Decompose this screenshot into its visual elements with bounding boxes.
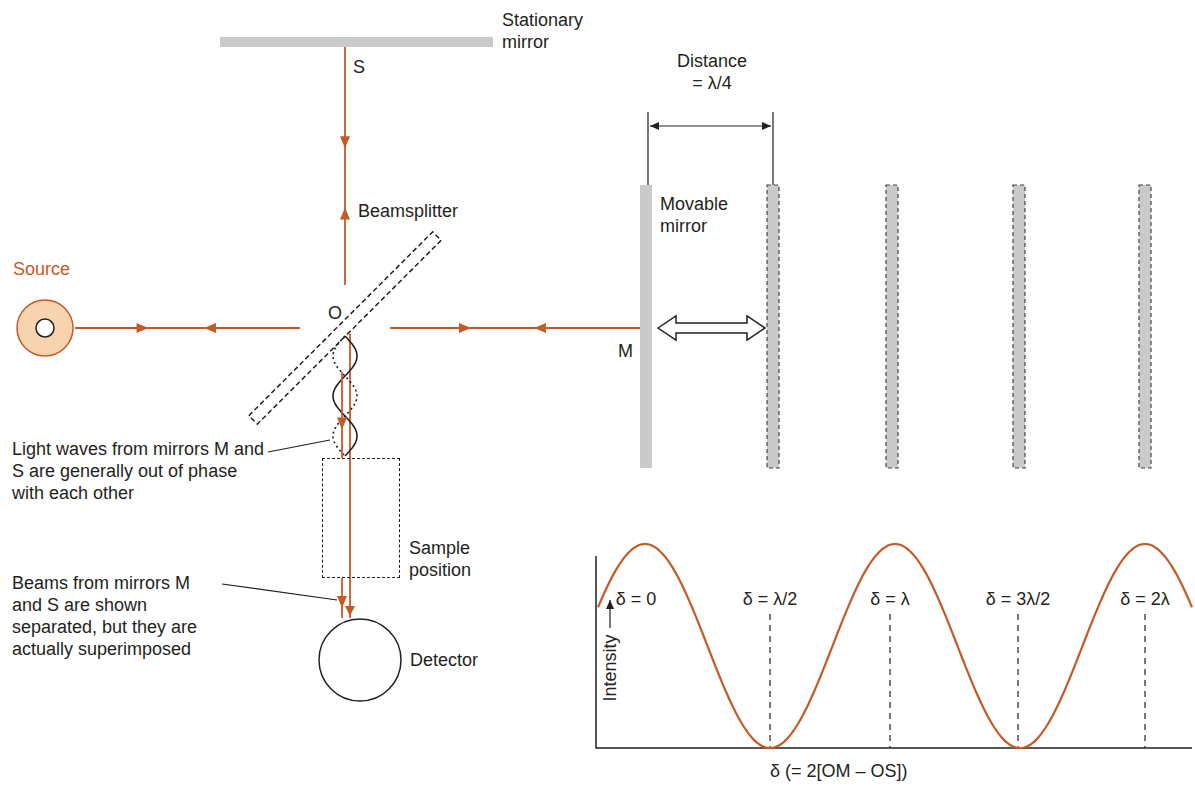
arrowhead xyxy=(340,136,350,148)
dimension-label: Distance = λ/4 xyxy=(670,50,754,94)
source-circle xyxy=(17,300,73,356)
beam-line xyxy=(341,372,343,458)
light-source: Source xyxy=(15,298,75,358)
graph-guides xyxy=(770,614,1145,748)
arrowhead xyxy=(459,323,471,333)
delta-label: δ = λ/2 xyxy=(743,588,798,610)
axis-label: δ (= 2[OM – OS]) xyxy=(770,760,908,782)
arrowhead xyxy=(337,596,347,608)
point-label: S xyxy=(353,56,365,78)
delta-label: δ = 3λ/2 xyxy=(986,588,1051,610)
axis-label: Intensity xyxy=(599,634,621,701)
sample-position: Sample position xyxy=(322,458,400,578)
mirror-label: Movable mirror xyxy=(660,193,740,237)
light-wave xyxy=(333,336,357,456)
beamsplitter-label: Beamsplitter xyxy=(358,200,468,222)
arrowhead xyxy=(340,208,350,220)
mirror-positions xyxy=(767,185,1151,468)
light-beam xyxy=(340,47,350,285)
light-beam xyxy=(75,323,300,333)
light-source-shape xyxy=(15,298,75,358)
stationary-mirror: Stationary mirror xyxy=(220,37,493,47)
arrowhead xyxy=(534,323,546,333)
annotation: Beams from mirrors M and S are shown sep… xyxy=(12,572,217,660)
intensity-curve xyxy=(598,544,1192,748)
movable-mirror: Movable mirror xyxy=(640,185,652,468)
point-label: O xyxy=(328,302,342,324)
splitter-plate xyxy=(249,232,441,424)
light-beam xyxy=(337,372,347,458)
detector: Detector xyxy=(318,618,402,702)
arrowhead xyxy=(337,418,347,430)
beam-arrow xyxy=(345,606,355,616)
sample-label: Sample position xyxy=(409,537,489,581)
beamsplitter: Beamsplitter xyxy=(300,285,390,372)
light-beam xyxy=(337,578,347,618)
axis-arrow xyxy=(609,600,610,628)
leader-line xyxy=(268,440,330,452)
source-label: Source xyxy=(13,258,93,280)
beam-line xyxy=(390,327,640,329)
delta-label: δ = 2λ xyxy=(1120,588,1170,610)
beam-line xyxy=(344,47,346,285)
arrowhead xyxy=(204,323,216,333)
dimension-tick xyxy=(647,112,648,185)
detector-label: Detector xyxy=(410,649,510,671)
dimension-tick xyxy=(772,112,773,185)
beam xyxy=(349,334,351,618)
graph-axes xyxy=(596,556,1192,748)
dimension-line xyxy=(650,125,771,126)
light-wave-dotted xyxy=(333,336,357,456)
delta-label: δ = λ xyxy=(870,588,910,610)
delta-label: δ = 0 xyxy=(616,588,657,610)
beamsplitter-shape xyxy=(300,285,390,372)
point-label: M xyxy=(618,340,633,362)
light-beam xyxy=(390,323,640,333)
movement-arrow xyxy=(658,316,765,340)
annotation: Light waves from mirrors M and S are gen… xyxy=(12,438,268,504)
detector-circle xyxy=(319,619,401,701)
detector-shape xyxy=(318,618,402,702)
beam-line xyxy=(75,327,300,329)
source-core xyxy=(36,319,54,337)
mirror-label: Stationary mirror xyxy=(502,9,612,53)
leader-line xyxy=(222,584,337,600)
arrowhead xyxy=(137,323,149,333)
